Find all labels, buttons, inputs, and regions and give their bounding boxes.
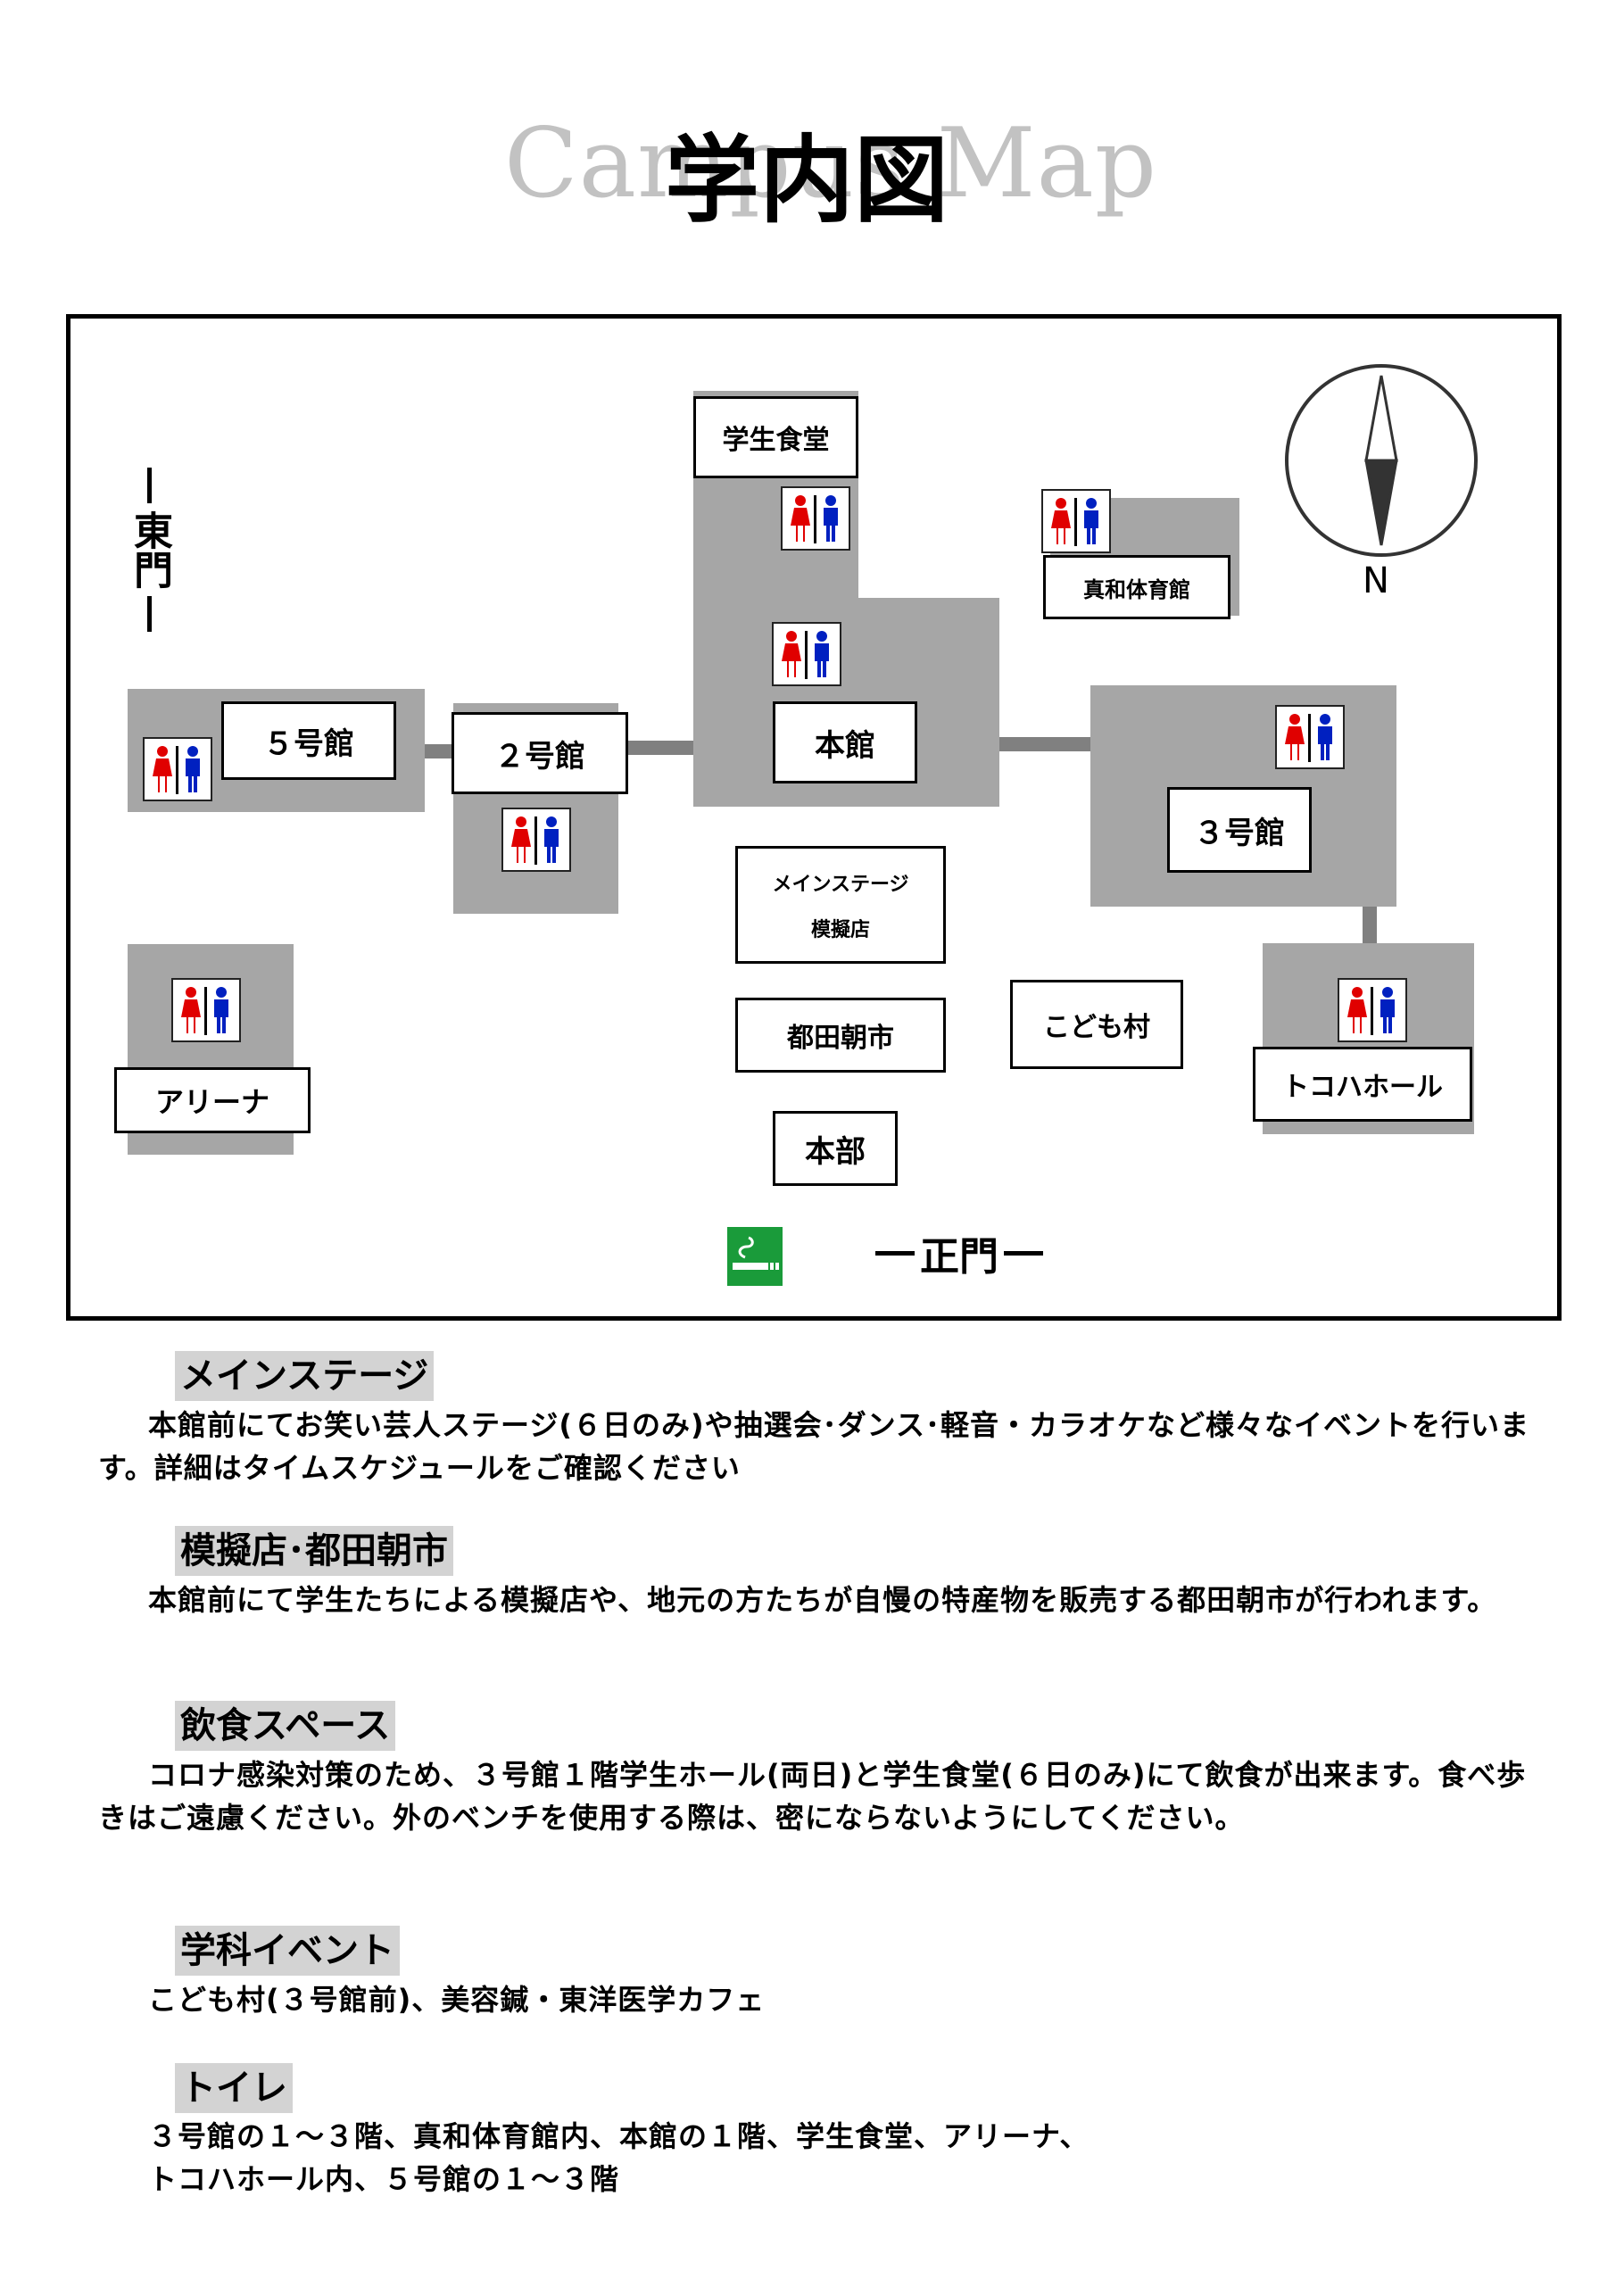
main-hall-label: 本館 xyxy=(773,701,917,783)
restroom-icon xyxy=(1275,705,1345,769)
east-gate-bar-top xyxy=(146,468,152,503)
restroom-icon-glyph xyxy=(791,495,838,543)
east-gate-label: 東門 xyxy=(127,464,172,635)
building2-label: ２号館 xyxy=(452,712,628,794)
section-heading-department-events: 学科イベント xyxy=(175,1926,400,1976)
restroom-icon-glyph xyxy=(1347,987,1395,1035)
section-body-text: 本館前にて学生たちによる模擬店や、地元の方たちが自慢の特産物を販売する都田朝市が… xyxy=(148,1583,1497,1617)
restroom-icon xyxy=(501,808,571,872)
section-heading-mock-shop: 模擬店･都田朝市 xyxy=(175,1526,453,1576)
restroom-icon xyxy=(781,486,850,551)
connector-3-tokoha xyxy=(1363,907,1377,943)
section-body-text: ３号館の１～３階、真和体育館内、本館の１階、学生食堂、アリーナ、 xyxy=(148,2119,1090,2153)
building3-label: ３号館 xyxy=(1167,787,1312,873)
section-body-mock-shop: 本館前にて学生たちによる模擬店や、地元の方たちが自慢の特産物を販売する都田朝市が… xyxy=(98,1579,1544,1621)
connector-2-main xyxy=(627,741,693,755)
restroom-icon-glyph xyxy=(782,631,829,679)
restroom-icon-glyph xyxy=(511,816,559,865)
restroom-icon xyxy=(1338,978,1407,1042)
main-stage-mock-shop-label: メインステージ 模擬店 xyxy=(735,846,946,964)
compass-icon xyxy=(1282,361,1480,563)
section-body-text: トコハホール内、５号館の１～３階 xyxy=(148,2162,620,2196)
compass-north-label: N xyxy=(1363,560,1389,601)
section-body-text: 本館前にてお笑い芸人ステージ(６日のみ)や抽選会･ダンス･軽音・カラオケなど様々… xyxy=(98,1408,1530,1485)
section-body-restrooms: ３号館の１～３階、真和体育館内、本館の１階、学生食堂、アリーナ、 トコハホール内… xyxy=(98,2115,1544,2201)
connector-5-2 xyxy=(425,744,453,758)
restroom-icon xyxy=(171,978,241,1042)
restroom-icon xyxy=(1041,489,1111,553)
title-background-text: Campus Map xyxy=(504,108,1157,220)
restroom-icon xyxy=(772,622,841,686)
restroom-icon-glyph xyxy=(1285,714,1332,762)
section-body-food-space: コロナ感染対策のため、３号館１階学生ホール(両日)と学生食堂(６日のみ)にて飲食… xyxy=(98,1753,1544,1839)
cafeteria-label: 学生食堂 xyxy=(693,396,858,478)
smoking-area-icon xyxy=(727,1227,783,1286)
restroom-icon-glyph xyxy=(181,987,228,1035)
main-stage-text: メインステージ xyxy=(772,873,909,896)
section-heading-food-space: 飲食スペース xyxy=(175,1701,396,1751)
section-body-line: ３号館の１～３階、真和体育館内、本館の１階、学生食堂、アリーナ、 xyxy=(98,2115,1544,2158)
east-gate-text: 東門 xyxy=(127,510,172,589)
restroom-icon-glyph xyxy=(153,746,200,794)
arena-label: アリーナ xyxy=(114,1067,311,1133)
main-gate-text: 正門 xyxy=(920,1234,998,1280)
building5-label: ５号館 xyxy=(221,701,396,780)
section-heading-restrooms: トイレ xyxy=(175,2063,293,2113)
gym-label: 真和体育館 xyxy=(1043,555,1230,619)
section-heading-main-stage: メインステージ xyxy=(175,1351,435,1401)
east-gate-bar-bottom xyxy=(146,596,152,632)
main-gate-bar-right xyxy=(1004,1250,1043,1256)
tokoha-hall-label: トコハホール xyxy=(1253,1047,1472,1122)
restroom-icon-glyph xyxy=(1051,498,1098,546)
compass-icon-glyph xyxy=(1285,364,1478,557)
section-body-line: トコハホール内、５号館の１～３階 xyxy=(98,2158,1544,2201)
main-gate-label: 正門 xyxy=(870,1224,1048,1281)
section-body-text: こども村(３号館前)、美容鍼・東洋医学カフェ xyxy=(148,1983,766,2017)
restroom-icon xyxy=(143,737,212,801)
section-body-text: コロナ感染対策のため、３号館１階学生ホール(両日)と学生食堂(６日のみ)にて飲食… xyxy=(98,1758,1527,1835)
headquarters-label: 本部 xyxy=(773,1111,898,1186)
tsuda-market-label: 都田朝市 xyxy=(735,998,946,1073)
kids-village-label: こども村 xyxy=(1010,980,1183,1069)
section-body-department-events: こども村(３号館前)、美容鍼・東洋医学カフェ xyxy=(98,1978,1544,2021)
page-title: 学内図 xyxy=(665,126,949,236)
section-body-main-stage: 本館前にてお笑い芸人ステージ(６日のみ)や抽選会･ダンス･軽音・カラオケなど様々… xyxy=(98,1404,1544,1489)
smoking-area-icon-glyph xyxy=(733,1236,779,1270)
mock-shop-text: 模擬店 xyxy=(810,918,870,941)
connector-main-3 xyxy=(999,737,1090,751)
main-gate-bar-left xyxy=(875,1250,915,1256)
